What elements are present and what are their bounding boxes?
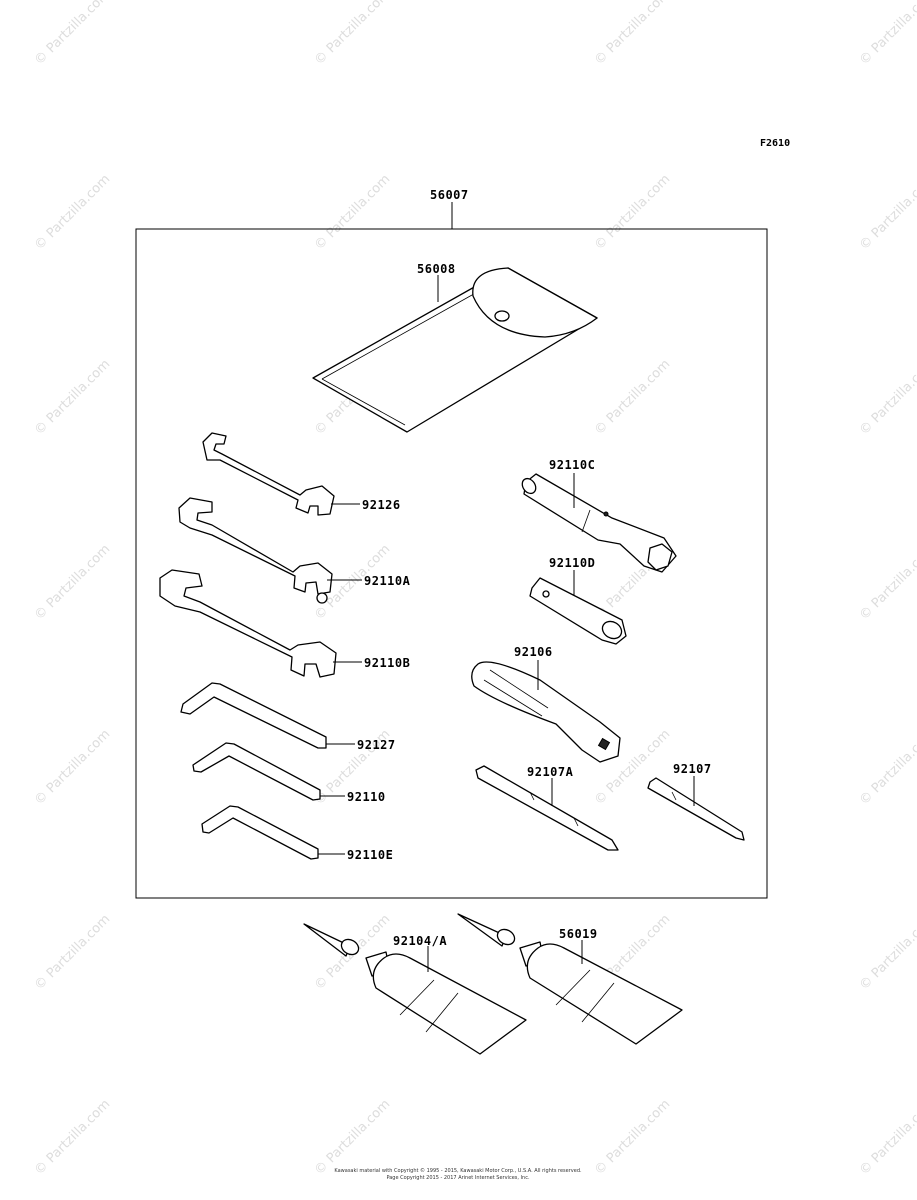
label-hex-key-medium[interactable]: 92110 xyxy=(347,790,386,804)
socket-wrench-long[interactable] xyxy=(519,473,677,573)
watermark-text: © Partzilla.com xyxy=(32,172,114,254)
watermark-text: © Partzilla.com xyxy=(857,357,917,439)
label-handle[interactable]: 92106 xyxy=(514,645,553,659)
watermark-text: © Partzilla.com xyxy=(32,727,114,809)
kit-label[interactable]: 56007 xyxy=(430,188,469,202)
watermark-text: © Partzilla.com xyxy=(592,1097,674,1179)
watermark-text: © Partzilla.com xyxy=(592,172,674,254)
watermark-text: © Partzilla.com xyxy=(32,1097,114,1179)
label-hex-key-small[interactable]: 92110E xyxy=(347,848,393,862)
label-hex-key-large[interactable]: 92127 xyxy=(357,738,396,752)
screwdriver-bit[interactable] xyxy=(647,777,745,841)
hex-key-medium[interactable] xyxy=(192,742,321,801)
watermark-text: © Partzilla.com xyxy=(312,172,394,254)
label-bit-a[interactable]: 92107A xyxy=(527,765,574,779)
watermark-text: © Partzilla.com xyxy=(592,357,674,439)
watermark-text: © Partzilla.com xyxy=(857,912,917,994)
watermark-text: © Partzilla.com xyxy=(312,1097,394,1179)
watermark-text: © Partzilla.com xyxy=(857,727,917,809)
label-wrench-small[interactable]: 92126 xyxy=(362,498,401,512)
wrench-medium[interactable] xyxy=(178,497,333,604)
wrench-small[interactable] xyxy=(202,432,335,516)
label-socket-short[interactable]: 92110D xyxy=(549,556,595,570)
watermark-text: © Partzilla.com xyxy=(857,1097,917,1179)
double-ended-bit[interactable] xyxy=(475,765,619,851)
watermark-text: © Partzilla.com xyxy=(312,0,394,68)
hex-key-small[interactable] xyxy=(201,805,319,860)
watermark-text: © Partzilla.com xyxy=(857,0,917,68)
watermark-text: © Partzilla.com xyxy=(32,912,114,994)
label-bit[interactable]: 92107 xyxy=(673,762,712,776)
grease-tube-1[interactable] xyxy=(303,923,527,1055)
label-case[interactable]: 56008 xyxy=(417,262,456,276)
grease-tube-2[interactable] xyxy=(457,913,683,1045)
label-tube-2[interactable]: 56019 xyxy=(559,927,598,941)
screwdriver-handle[interactable] xyxy=(471,661,621,763)
watermark-text: © Partzilla.com xyxy=(857,542,917,624)
watermark-text: © Partzilla.com xyxy=(857,172,917,254)
figure-code: F2610 xyxy=(760,138,790,149)
socket-wrench-short[interactable] xyxy=(529,577,627,645)
label-wrench-large[interactable]: 92110B xyxy=(364,656,410,670)
hex-key-large[interactable] xyxy=(180,682,327,749)
watermark-text: © Partzilla.com xyxy=(32,0,114,68)
watermark-text: © Partzilla.com xyxy=(32,357,114,439)
label-tube-1[interactable]: 92104/A xyxy=(393,934,447,948)
label-wrench-medium[interactable]: 92110A xyxy=(364,574,411,588)
watermark-text: © Partzilla.com xyxy=(32,542,114,624)
wrench-large[interactable] xyxy=(159,569,337,678)
watermark-text: © Partzilla.com xyxy=(592,0,674,68)
tool-case[interactable] xyxy=(312,267,598,433)
label-socket-long[interactable]: 92110C xyxy=(549,458,595,472)
copyright-line-1: Kawasaki material with Copyright © 1995 … xyxy=(334,1167,582,1174)
copyright-line-2: Page Copyright 2015 - 2017 Arinet Intern… xyxy=(386,1175,529,1181)
